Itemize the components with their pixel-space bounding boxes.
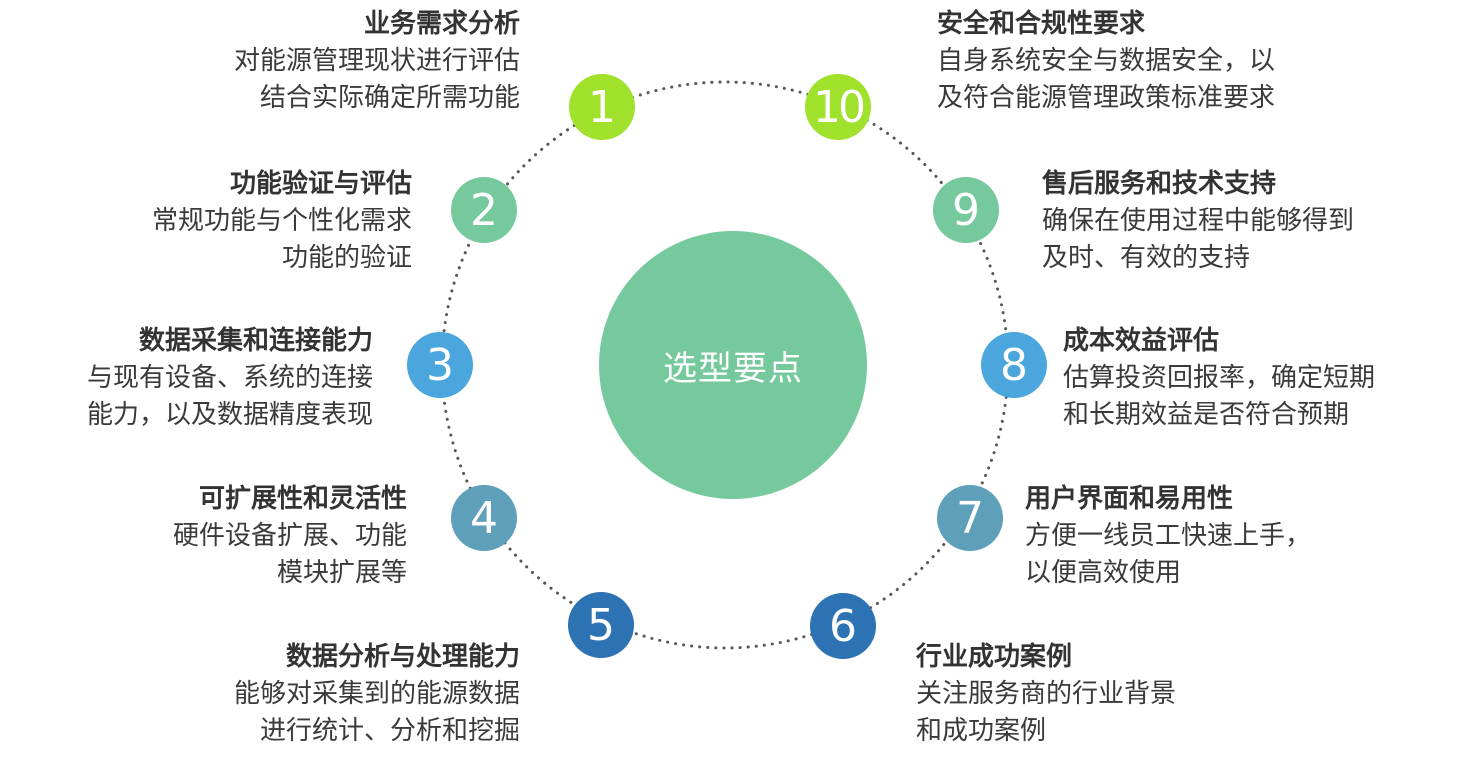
item-line: 和长期效益是否符合预期 (1063, 400, 1350, 430)
item-10: 安全和合规性要求 自身系统安全与数据安全，以 及符合能源管理政策标准要求 (937, 6, 1275, 117)
item-title: 行业成功案例 (916, 642, 1073, 672)
item-5: 数据分析与处理能力 能够对采集到的能源数据 进行统计、分析和挖掘 (234, 639, 520, 750)
step-badge-1: 1 (569, 74, 635, 140)
item-line: 能够对采集到的能源数据 (233, 679, 520, 709)
item-line: 以便高效使用 (1025, 558, 1182, 588)
item-title: 功能验证与评估 (229, 169, 412, 199)
item-line: 确保在使用过程中能够得到 (1042, 206, 1355, 236)
item-3: 数据采集和连接能力 与现有设备、系统的连接 能力，以及数据精度表现 (87, 323, 373, 434)
item-line: 方便一线员工快速上手， (1025, 521, 1312, 551)
item-line: 进行统计、分析和挖掘 (259, 716, 520, 746)
item-line: 关注服务商的行业背景 (916, 679, 1177, 709)
item-line: 模块扩展等 (276, 558, 407, 588)
step-badge-3: 3 (407, 332, 473, 398)
item-2: 功能验证与评估 常规功能与个性化需求 功能的验证 (152, 166, 412, 277)
item-title: 数据采集和连接能力 (138, 326, 373, 356)
item-title: 可扩展性和灵活性 (198, 484, 407, 514)
item-line: 能力，以及数据精度表现 (86, 400, 373, 430)
step-badge-5: 5 (568, 592, 634, 658)
center-circle: 选型要点 (599, 231, 867, 499)
item-line: 和成功案例 (916, 716, 1047, 746)
item-4: 可扩展性和灵活性 硬件设备扩展、功能 模块扩展等 (173, 481, 407, 592)
item-line: 与现有设备、系统的连接 (86, 363, 373, 393)
item-line: 功能的验证 (281, 243, 412, 273)
item-line: 对能源管理现状进行评估 (233, 46, 520, 76)
step-badge-4: 4 (451, 485, 517, 551)
item-1: 业务需求分析 对能源管理现状进行评估 结合实际确定所需功能 (234, 6, 520, 117)
item-line: 自身系统安全与数据安全，以 (937, 46, 1276, 76)
center-label: 选型要点 (663, 348, 803, 389)
step-badge-2: 2 (451, 177, 517, 243)
item-title: 成本效益评估 (1063, 326, 1220, 356)
step-badge-6: 6 (810, 593, 876, 659)
item-7: 用户界面和易用性 方便一线员工快速上手， 以便高效使用 (1025, 481, 1311, 592)
item-title: 数据分析与处理能力 (285, 642, 520, 672)
item-title: 售后服务和技术支持 (1042, 169, 1277, 199)
item-line: 硬件设备扩展、功能 (172, 521, 407, 551)
step-badge-10: 10 (805, 74, 871, 140)
item-title: 用户界面和易用性 (1025, 484, 1234, 514)
item-title: 安全和合规性要求 (937, 9, 1146, 39)
item-6: 行业成功案例 关注服务商的行业背景 和成功案例 (916, 639, 1176, 750)
item-line: 估算投资回报率，确定短期 (1063, 363, 1376, 393)
step-badge-9: 9 (933, 177, 999, 243)
item-title: 业务需求分析 (363, 9, 520, 39)
item-line: 结合实际确定所需功能 (259, 83, 520, 113)
step-badge-7: 7 (937, 485, 1003, 551)
item-line: 及符合能源管理政策标准要求 (937, 83, 1276, 113)
item-9: 售后服务和技术支持 确保在使用过程中能够得到 及时、有效的支持 (1042, 166, 1354, 277)
item-line: 及时、有效的支持 (1042, 243, 1251, 273)
item-line: 常规功能与个性化需求 (151, 206, 412, 236)
item-8: 成本效益评估 估算投资回报率，确定短期 和长期效益是否符合预期 (1063, 323, 1375, 434)
step-badge-8: 8 (981, 332, 1047, 398)
